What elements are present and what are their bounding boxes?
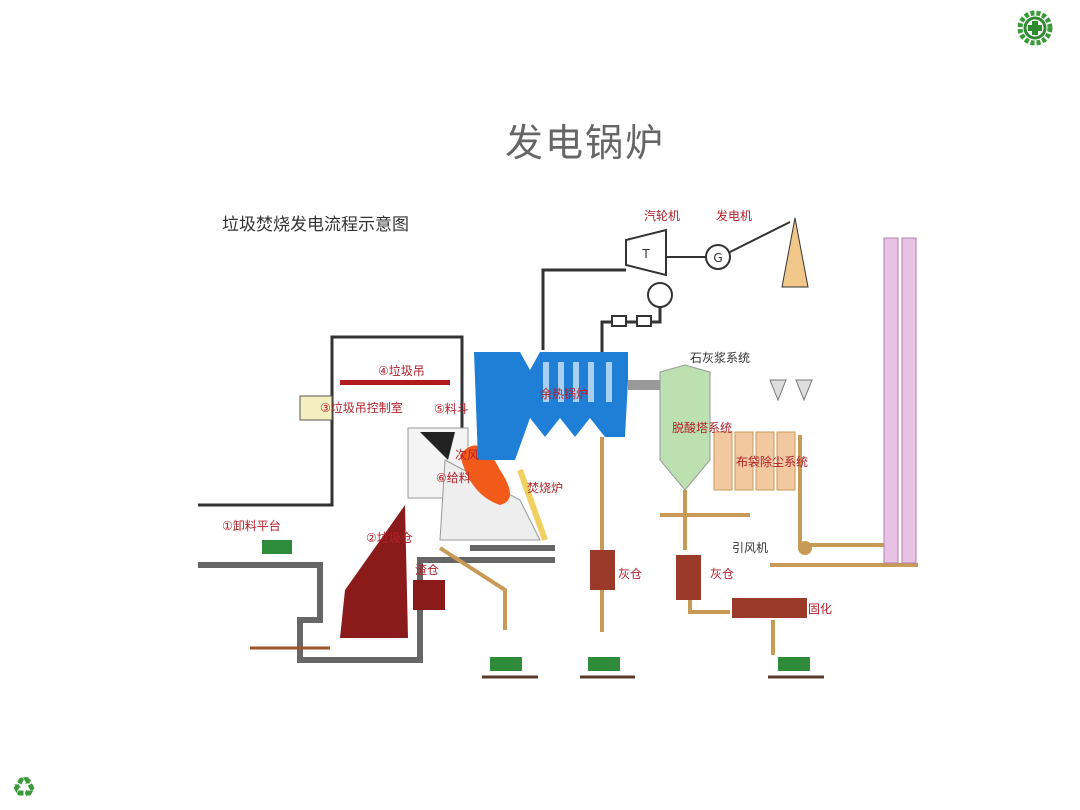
label-generator: 发电机 — [716, 208, 752, 223]
condenser — [647, 282, 673, 308]
label-deacid-tower: 脱酸塔系统 — [672, 420, 732, 435]
label-induced-fan: 引风机 — [732, 541, 768, 555]
label-hopper: ⑤料斗 — [434, 402, 469, 416]
slag-chute — [517, 468, 548, 542]
waste-pile — [340, 505, 408, 638]
power-tower — [781, 217, 809, 288]
label-boiler: 余热锅炉 — [540, 386, 588, 401]
deacidification-tower — [659, 364, 711, 491]
ash-bin-1 — [590, 550, 615, 590]
furnace-base — [470, 545, 555, 551]
recycle-icon: ♻ — [11, 771, 36, 804]
bag-filter — [713, 431, 796, 491]
flue-duct — [628, 380, 662, 390]
label-unloading-platform: ①卸料平台 — [222, 518, 281, 533]
label-feeder: ⑥给料 — [436, 471, 471, 485]
crane-rail — [340, 380, 450, 385]
ash-conveyors — [438, 435, 918, 655]
truck-icons — [262, 540, 810, 671]
label-bag-filter: 布袋除尘系统 — [736, 454, 808, 469]
label-crane: ④垃圾吊 — [378, 363, 425, 378]
turbine-symbol: T — [641, 247, 650, 261]
green-cross-emblem-icon — [1017, 10, 1053, 46]
lime-silos — [769, 379, 813, 402]
label-ash-bin-2: 灰仓 — [710, 567, 734, 581]
turbine — [625, 228, 667, 277]
diagram-title: 垃圾焚烧发电流程示意图 — [222, 215, 409, 235]
crane-control-room — [299, 395, 333, 421]
waste-heat-boiler — [474, 352, 628, 460]
fire — [460, 445, 510, 505]
label-incinerator: 焚烧炉 — [527, 481, 563, 495]
label-solidify: 固化 — [808, 602, 832, 616]
chimney — [883, 237, 917, 564]
generator — [705, 244, 731, 270]
label-crane-control: ③垃圾吊控制室 — [320, 400, 403, 415]
ground-line — [198, 557, 555, 663]
ash-bin-2 — [676, 555, 701, 600]
generator-symbol: G — [713, 251, 722, 265]
boiler-tubes — [543, 362, 612, 402]
induced-fan — [798, 541, 812, 555]
label-ash-bin-1: 灰仓 — [618, 567, 642, 581]
slide-title: 发电锅炉 — [504, 121, 665, 165]
slag-bin — [413, 580, 445, 610]
label-turbine: 汽轮机 — [644, 208, 680, 223]
label-waste-pit: ②垃圾仓 — [366, 530, 413, 545]
label-slag-bin: 渣仓 — [415, 563, 439, 577]
waste-building — [198, 335, 464, 507]
svg-text:♻: ♻ — [11, 771, 36, 804]
hopper-waste — [420, 432, 455, 460]
solidification-unit — [732, 598, 807, 618]
steam-pipe — [541, 268, 626, 350]
label-lime-slurry: 石灰浆系统 — [690, 350, 750, 365]
label-air: 次风 — [455, 448, 479, 462]
